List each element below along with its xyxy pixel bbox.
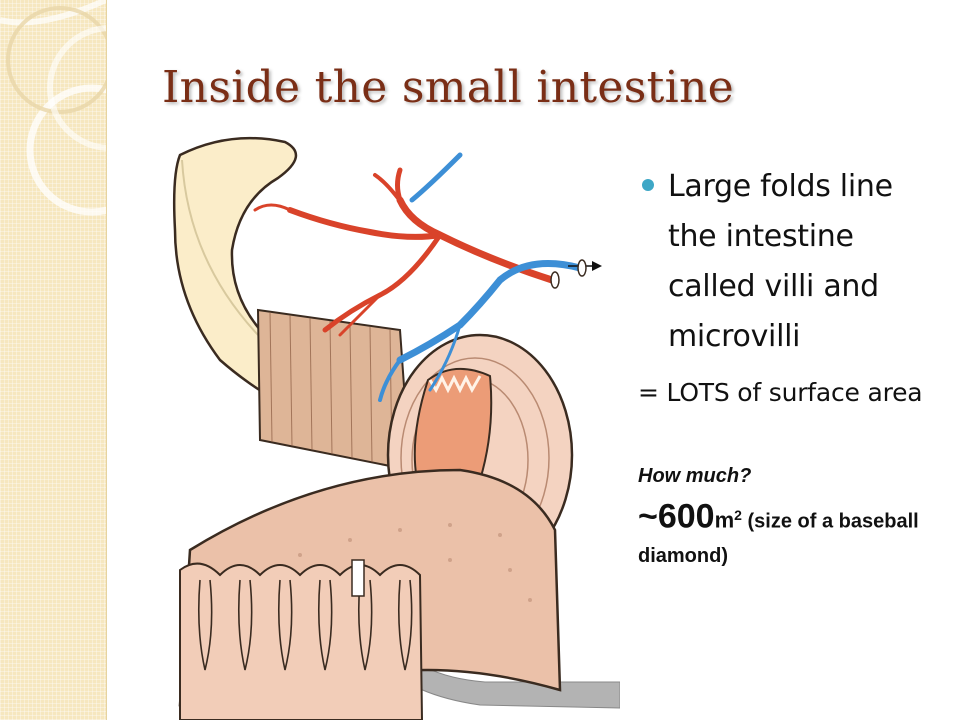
bullet-item: Large folds line the intestine called vi…: [638, 162, 938, 362]
question-text: How much?: [638, 465, 752, 487]
answer-exponent: 2: [734, 507, 742, 523]
artery-vessels: [253, 167, 556, 337]
villi-section: [179, 562, 424, 720]
magnify-marker: [351, 559, 365, 597]
circle-pattern-decoration: [0, 0, 106, 216]
slide-title: Inside the small intestine: [162, 62, 734, 113]
answer-unit: m: [714, 507, 735, 533]
intestine-illustration: [172, 136, 620, 720]
answer-note: (size of a baseball diamond): [638, 510, 919, 567]
decorative-sidebar: [0, 0, 107, 720]
bullet-dot-icon: [642, 179, 654, 191]
bullet-text: Large folds line the intestine called vi…: [668, 169, 893, 354]
vein-vessels: [378, 152, 584, 402]
slide-content: Large folds line the intestine called vi…: [638, 162, 938, 573]
answer-value: ~600: [638, 497, 715, 536]
answer-text: ~600m2 (size of a baseball diamond): [638, 498, 938, 573]
surface-area-statement: = LOTS of surface area: [638, 378, 923, 407]
